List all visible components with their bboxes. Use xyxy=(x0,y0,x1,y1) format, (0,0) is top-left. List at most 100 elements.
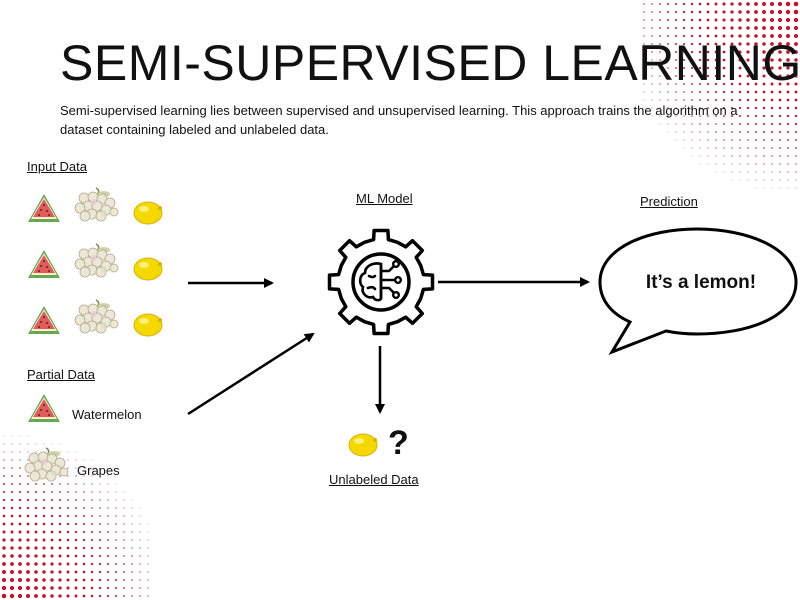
decorative-dot xyxy=(794,74,798,78)
decorative-dot xyxy=(779,155,781,157)
decorative-dot xyxy=(123,579,125,581)
decorative-dot xyxy=(715,107,717,109)
decorative-dot xyxy=(106,562,110,566)
decorative-dot xyxy=(770,18,774,22)
decorative-dot xyxy=(651,27,653,29)
decorative-dot xyxy=(746,106,750,110)
decorative-dot xyxy=(731,139,733,141)
decorative-dot xyxy=(67,499,69,501)
decorative-dot xyxy=(51,483,53,485)
decorative-dot xyxy=(762,66,766,70)
decorative-dot xyxy=(778,98,782,102)
decorative-dot xyxy=(43,491,45,493)
decorative-dot xyxy=(706,82,710,86)
decorative-dot xyxy=(659,19,661,21)
decorative-dot xyxy=(659,43,661,45)
decorative-dot xyxy=(675,51,677,53)
decorative-dot xyxy=(667,131,669,133)
decorative-dot xyxy=(778,34,782,38)
decorative-dot xyxy=(722,10,726,14)
decorative-dot xyxy=(754,114,758,118)
decorative-dot xyxy=(723,123,725,125)
decorative-dot xyxy=(82,546,86,550)
decorative-dot xyxy=(683,75,685,77)
decorative-dot xyxy=(123,587,125,589)
decorative-dot xyxy=(738,114,742,118)
decorative-dot xyxy=(730,74,734,78)
decorative-dot xyxy=(770,34,774,38)
decorative-dot xyxy=(98,554,102,558)
decorative-dot xyxy=(762,34,766,38)
decorative-dot xyxy=(723,155,725,157)
decorative-dot xyxy=(3,451,5,453)
decorative-dot xyxy=(27,451,29,453)
decorative-dot xyxy=(730,90,734,94)
decorative-dot xyxy=(98,570,102,574)
decorative-dot xyxy=(762,26,766,30)
decorative-dot xyxy=(787,147,789,149)
decorative-dot xyxy=(731,147,733,149)
decorative-dot xyxy=(83,459,85,461)
decorative-dot xyxy=(19,443,21,445)
decorative-dot xyxy=(739,171,741,173)
decorative-dot xyxy=(779,131,781,133)
decorative-dot xyxy=(691,91,693,93)
decorative-dot xyxy=(18,546,22,550)
decorative-dot xyxy=(66,522,70,526)
decorative-dot xyxy=(794,58,798,62)
decorative-dot xyxy=(730,50,734,54)
decorative-dot xyxy=(730,34,734,38)
decorative-dot xyxy=(763,139,765,141)
decorative-dot xyxy=(707,99,709,101)
decorative-dot xyxy=(706,42,710,46)
decorative-dot xyxy=(707,163,709,165)
unlabeled-data-label: Unlabeled Data xyxy=(329,472,419,487)
decorative-dot xyxy=(739,139,741,141)
brain-gear-icon xyxy=(327,228,435,336)
decorative-dot xyxy=(762,50,766,54)
decorative-dot xyxy=(785,25,791,31)
decorative-dot xyxy=(674,10,678,14)
decorative-dot xyxy=(139,531,141,533)
decorative-dot xyxy=(115,587,117,589)
decorative-dot xyxy=(793,25,799,31)
decorative-dot xyxy=(667,43,669,45)
decorative-dot xyxy=(730,10,734,14)
decorative-dot xyxy=(18,578,22,582)
decorative-dot xyxy=(762,98,766,102)
decorative-dot xyxy=(667,19,669,21)
decorative-dot xyxy=(787,163,789,165)
decorative-dot xyxy=(771,163,773,165)
decorative-dot xyxy=(722,26,726,30)
decorative-dot xyxy=(739,163,741,165)
decorative-dot xyxy=(715,155,717,157)
decorative-dot xyxy=(754,50,758,54)
decorative-dot xyxy=(714,82,718,86)
decorative-dot xyxy=(147,595,149,597)
decorative-dot xyxy=(794,98,798,102)
decorative-dot xyxy=(690,58,694,62)
decorative-dot xyxy=(755,163,757,165)
decorative-dot xyxy=(746,34,750,38)
decorative-dot xyxy=(746,18,750,22)
decorative-dot xyxy=(139,563,141,565)
decorative-dot xyxy=(90,546,94,550)
decorative-dot xyxy=(754,26,758,30)
decorative-dot xyxy=(731,171,733,173)
decorative-dot xyxy=(746,114,750,118)
decorative-dot xyxy=(10,554,14,558)
decorative-dot xyxy=(715,163,717,165)
decorative-dot xyxy=(107,499,109,501)
decorative-dot xyxy=(35,451,37,453)
decorative-dot xyxy=(707,123,709,125)
decorative-dot xyxy=(106,586,110,590)
decorative-dot xyxy=(123,539,125,541)
decorative-dot xyxy=(778,122,782,126)
decorative-dot xyxy=(755,187,757,189)
decorative-dot xyxy=(683,123,685,125)
decorative-dot xyxy=(139,579,141,581)
decorative-dot xyxy=(115,523,117,525)
decorative-dot xyxy=(58,522,62,526)
decorative-dot xyxy=(747,163,749,165)
decorative-dot xyxy=(683,67,685,69)
